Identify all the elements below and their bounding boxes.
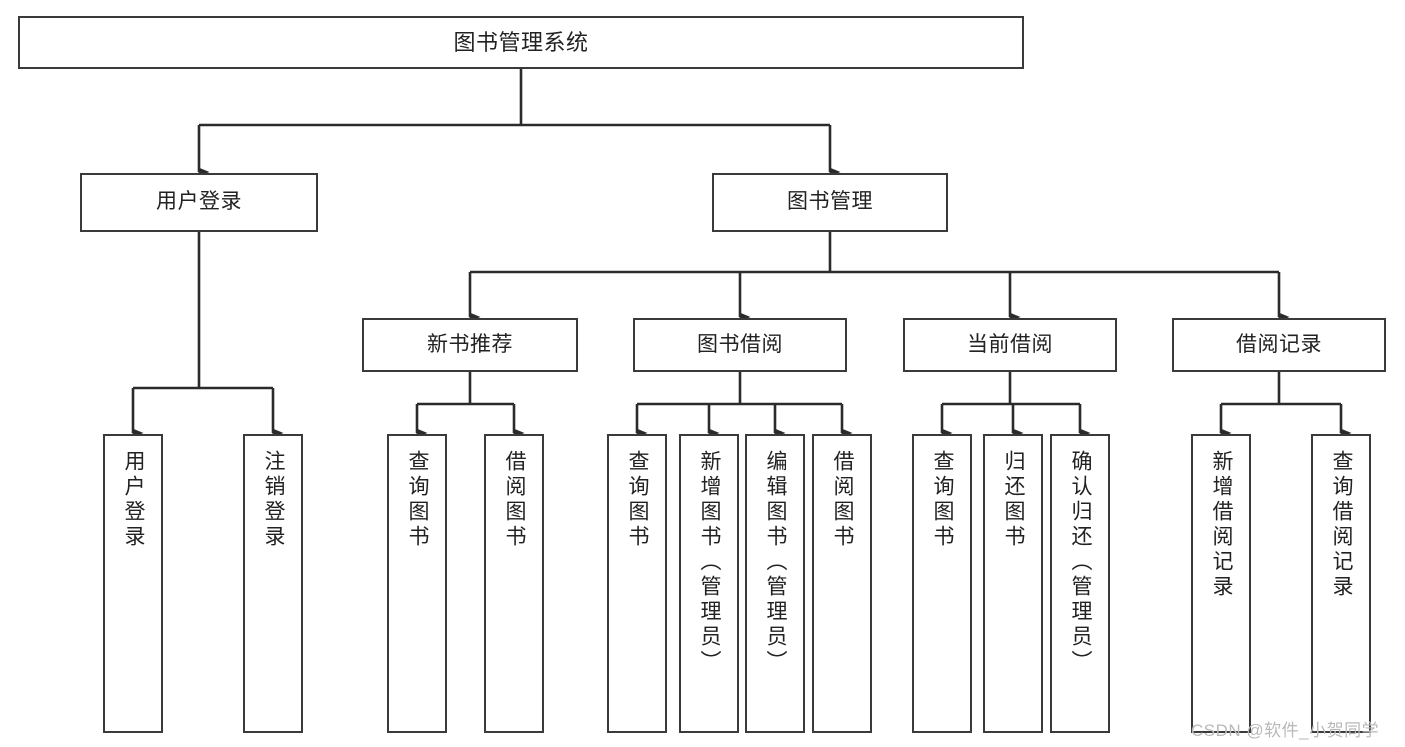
node-label: 图书借阅 — [697, 332, 783, 356]
node-l4-1[interactable]: 用户登录 — [103, 434, 163, 733]
node-label: 借阅图书 — [503, 450, 527, 550]
node-l4-3[interactable]: 查询图书 — [387, 434, 447, 733]
node-label: 图书管理系统 — [453, 29, 589, 55]
node-label: 借阅记录 — [1236, 332, 1322, 356]
node-l4-7[interactable]: 编辑图书（管理员） — [745, 434, 805, 733]
node-l4-13[interactable]: 查询借阅记录 — [1311, 434, 1371, 733]
node-l4-10[interactable]: 归还图书 — [983, 434, 1043, 733]
csdn-watermark: CSDN @软件_小贺同学 — [1191, 721, 1380, 740]
node-l4-9[interactable]: 查询图书 — [912, 434, 972, 733]
node-label: 图书管理 — [787, 190, 873, 214]
node-label: 注销登录 — [262, 450, 286, 550]
node-label: 当前借阅 — [967, 332, 1053, 356]
node-label: 查询图书 — [406, 450, 430, 550]
node-l4-8[interactable]: 借阅图书 — [812, 434, 872, 733]
node-newbooks[interactable]: 新书推荐 — [362, 318, 578, 372]
node-label: 查询图书 — [931, 450, 955, 550]
node-l4-6[interactable]: 新增图书（管理员） — [679, 434, 739, 733]
node-label: 查询借阅记录 — [1330, 450, 1354, 600]
node-label: 查询图书 — [626, 450, 650, 550]
node-label: 归还图书 — [1002, 450, 1026, 550]
node-label: 新增图书（管理员） — [698, 450, 722, 675]
node-bookmgmt[interactable]: 图书管理 — [712, 173, 948, 232]
node-label: 新书推荐 — [427, 332, 513, 356]
node-records[interactable]: 借阅记录 — [1172, 318, 1386, 372]
node-label: 编辑图书（管理员） — [764, 450, 788, 675]
node-l4-12[interactable]: 新增借阅记录 — [1191, 434, 1251, 733]
node-l4-5[interactable]: 查询图书 — [607, 434, 667, 733]
node-l4-2[interactable]: 注销登录 — [243, 434, 303, 733]
node-label: 用户登录 — [156, 190, 242, 214]
node-l4-11[interactable]: 确认归还（管理员） — [1050, 434, 1110, 733]
node-label: 确认归还（管理员） — [1069, 450, 1093, 675]
node-label: 新增借阅记录 — [1210, 450, 1234, 600]
node-current[interactable]: 当前借阅 — [903, 318, 1117, 372]
node-label: 用户登录 — [122, 450, 146, 550]
node-l4-4[interactable]: 借阅图书 — [484, 434, 544, 733]
node-label: 借阅图书 — [831, 450, 855, 550]
node-root[interactable]: 图书管理系统 — [18, 16, 1024, 69]
node-login[interactable]: 用户登录 — [80, 173, 318, 232]
node-borrow[interactable]: 图书借阅 — [633, 318, 847, 372]
